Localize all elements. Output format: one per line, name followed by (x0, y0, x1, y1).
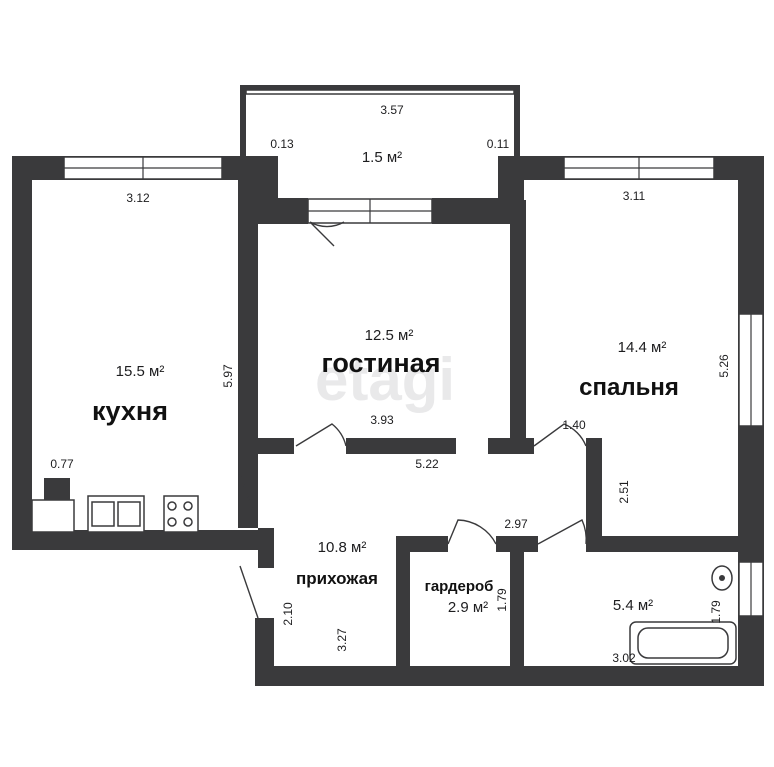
kitchen-fixtures (31, 478, 199, 533)
living-label: гостиная (322, 348, 441, 378)
dim-bathroom-depth: 1.79 (709, 600, 723, 624)
dim-balcony-right: 0.11 (487, 137, 510, 151)
bathroom-area: 5.4 м² (613, 597, 653, 614)
bathroom-fixtures (629, 565, 737, 665)
dim-bedroom-door: 1.40 (562, 418, 586, 432)
doors (239, 221, 587, 619)
hall-area: 10.8 м² (318, 539, 367, 556)
windows (63, 89, 764, 617)
dim-balcony-width: 3.57 (380, 103, 404, 117)
wardrobe-label: гардероб (425, 578, 494, 595)
dim-wardrobe-depth: 1.79 (495, 588, 509, 612)
dim-living-width: 3.93 (370, 413, 394, 427)
kitchen-label: кухня (92, 396, 168, 426)
wardrobe-area: 2.9 м² (448, 599, 488, 616)
bedroom-area: 14.4 м² (618, 339, 667, 356)
dim-kitchen-width: 3.12 (126, 191, 150, 205)
dim-balcony-left: 0.13 (270, 137, 294, 151)
dim-hall-bottom: 3.27 (335, 628, 349, 652)
dim-hall-left: 2.10 (281, 602, 295, 626)
dim-corridor-right: 2.51 (617, 480, 631, 504)
living-area: 12.5 м² (365, 327, 414, 344)
bedroom-label: спальня (579, 374, 679, 401)
dim-kitchen-niche: 0.77 (50, 457, 74, 471)
hall-label: прихожая (296, 569, 378, 588)
kitchen-area: 15.5 м² (116, 363, 165, 380)
dim-bedroom-width: 3.11 (623, 189, 646, 203)
dim-bedroom-length: 5.26 (717, 354, 731, 378)
dim-kitchen-length: 5.97 (221, 364, 235, 388)
balcony-area: 1.5 м² (362, 149, 402, 166)
dim-hall-width: 5.22 (415, 457, 439, 471)
dim-wardrobe-door: 2.97 (504, 517, 528, 531)
dim-bathroom-width: 3.02 (612, 651, 636, 665)
watermark: etagi (315, 346, 455, 413)
